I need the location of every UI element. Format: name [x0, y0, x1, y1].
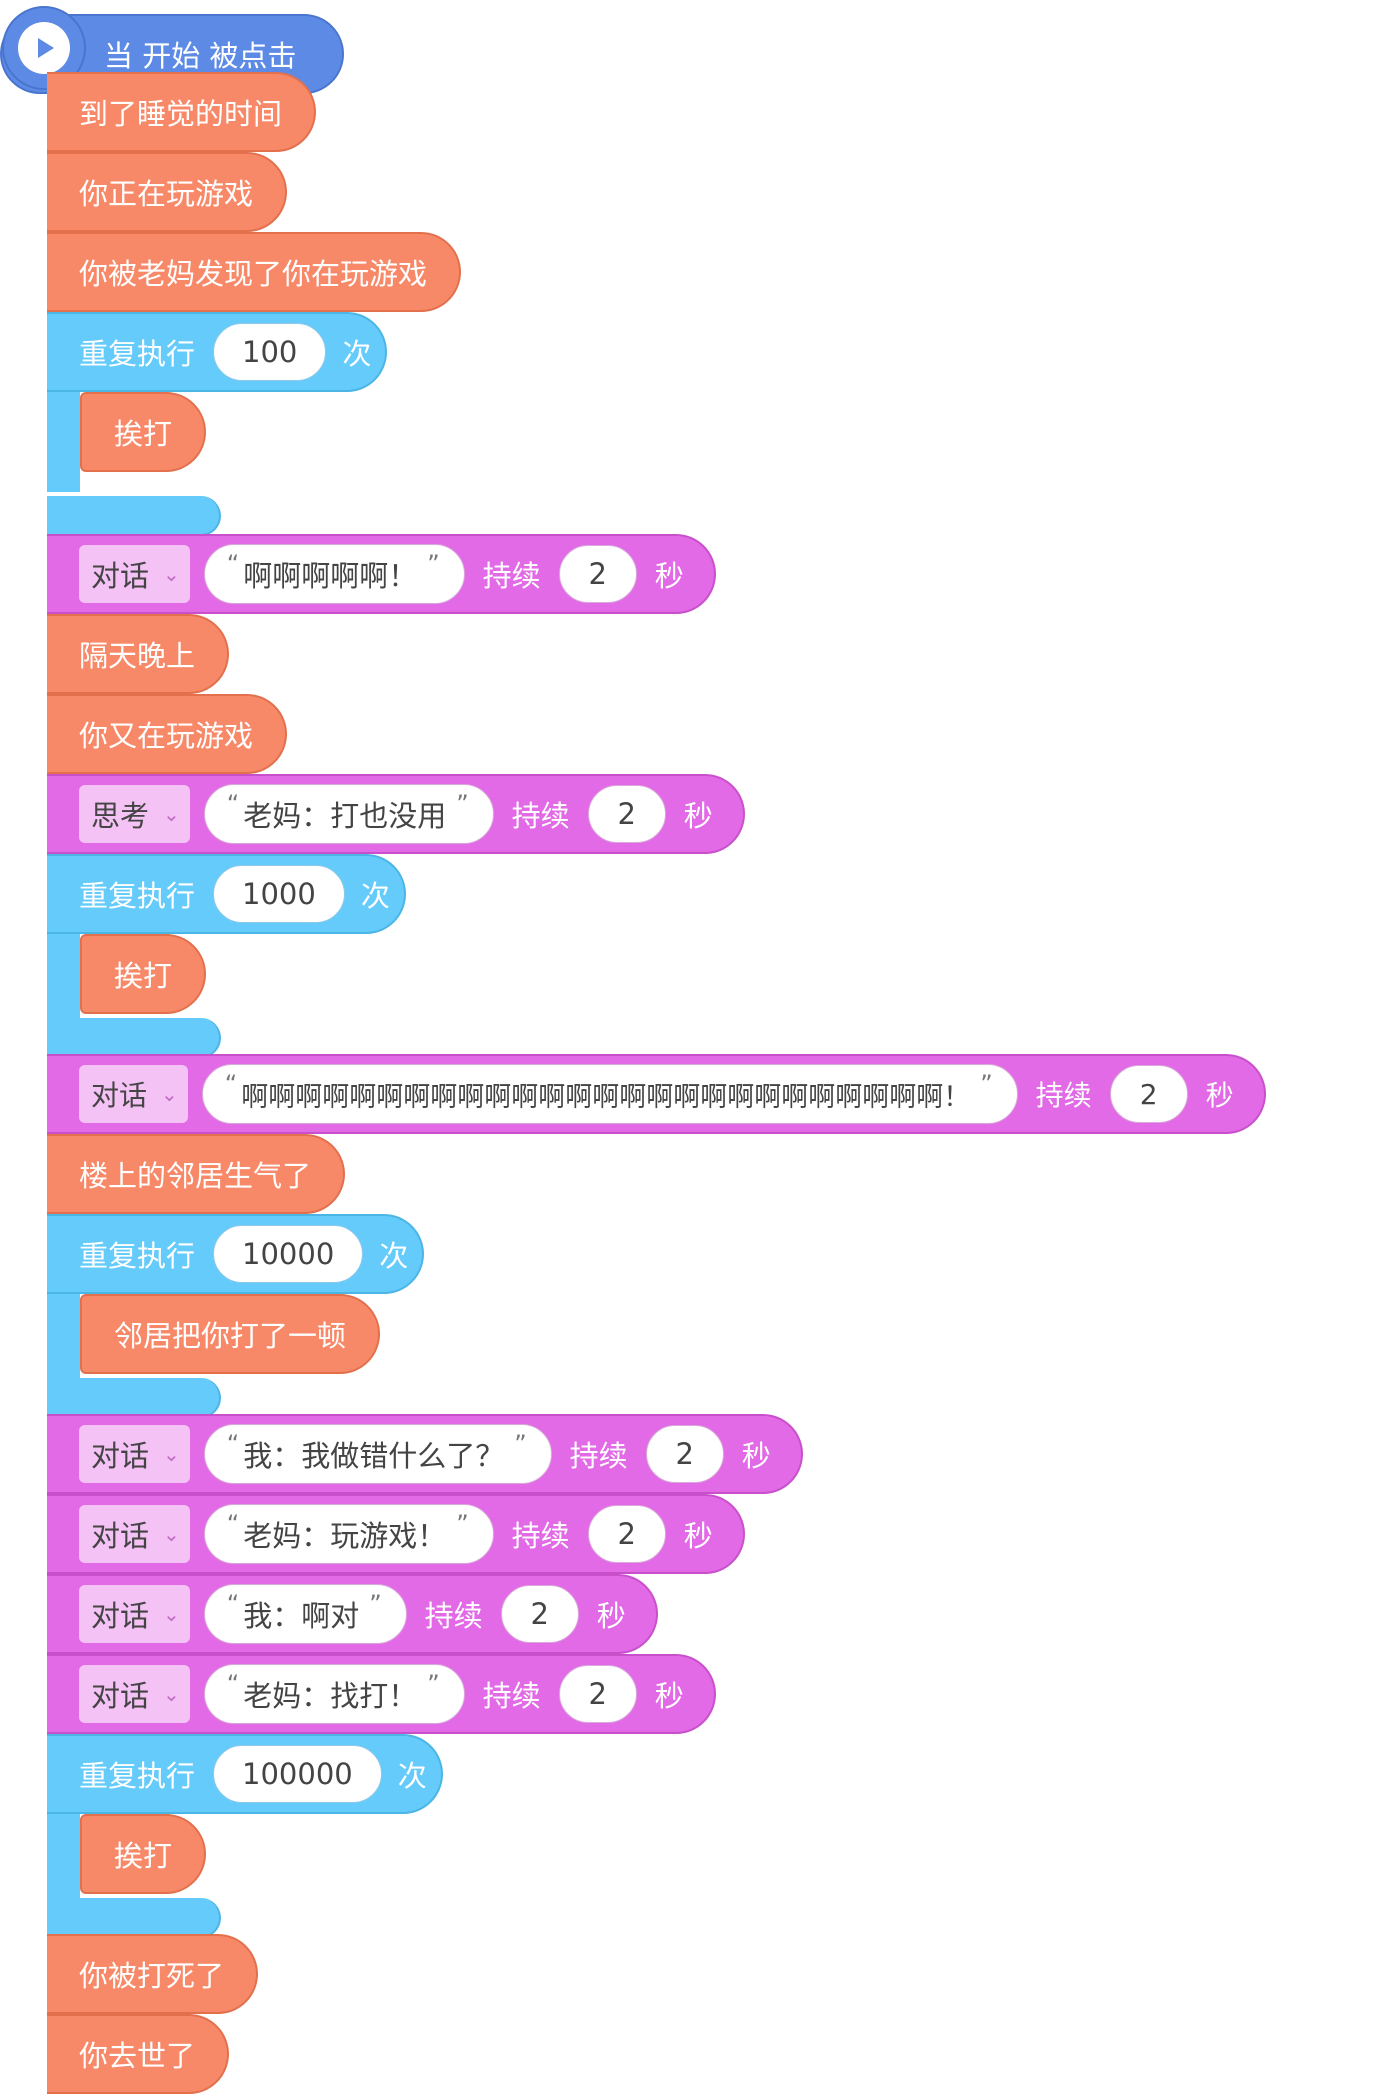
message-input[interactable]: “老妈：找打！” [203, 1664, 465, 1724]
message-input[interactable]: “我：啊对” [203, 1584, 407, 1644]
action-block[interactable]: 到了睡觉的时间 [47, 72, 317, 152]
action-block[interactable]: 你被打死了 [47, 1934, 259, 2014]
think-for-secs-block[interactable]: 思考⌄ “老妈：打也没用” 持续 2 秒 [47, 774, 745, 854]
action-block[interactable]: 你正在玩游戏 [47, 152, 288, 232]
action-block[interactable]: 楼上的邻居生气了 [47, 1134, 346, 1214]
repeat-block[interactable]: 重复执行 100000 次 [47, 1734, 443, 1814]
action-block[interactable]: 挨打 [80, 392, 207, 472]
message-input[interactable]: “老妈：玩游戏！” [203, 1504, 494, 1564]
message-input[interactable]: “老妈：打也没用” [203, 784, 494, 844]
repeat-count-input[interactable]: 10000 [213, 1225, 364, 1283]
say-mode-dropdown[interactable]: 对话⌄ [79, 1065, 188, 1123]
repeat-label: 重复执行 [79, 337, 196, 371]
chevron-down-icon: ⌄ [163, 802, 180, 826]
say-for-secs-block[interactable]: 对话⌄ “老妈：玩游戏！” 持续 2 秒 [47, 1494, 745, 1574]
repeat-unit: 次 [360, 879, 390, 913]
say-mode-dropdown[interactable]: 对话⌄ [79, 1665, 190, 1723]
repeat-block[interactable]: 重复执行 100 次 [47, 312, 388, 392]
say-mode-dropdown[interactable]: 对话⌄ [79, 1505, 190, 1563]
action-block[interactable]: 挨打 [80, 934, 207, 1014]
say-for-secs-block[interactable]: 对话⌄ “啊啊啊啊啊啊啊啊啊啊啊啊啊啊啊啊啊啊啊啊啊啊啊啊啊啊！” 持续 2 秒 [47, 1054, 1266, 1134]
repeat-block-foot [47, 1378, 221, 1418]
repeat-count-input[interactable]: 100 [213, 323, 327, 381]
duration-input[interactable]: 2 [645, 1425, 724, 1483]
action-block[interactable]: 挨打 [80, 1814, 207, 1894]
repeat-block[interactable]: 重复执行 10000 次 [47, 1214, 425, 1294]
message-input[interactable]: “啊啊啊啊啊啊啊啊啊啊啊啊啊啊啊啊啊啊啊啊啊啊啊啊啊啊！” [201, 1064, 1018, 1124]
action-block[interactable]: 隔天晚上 [47, 614, 230, 694]
say-for-secs-block[interactable]: 对话⌄ “我：我做错什么了？” 持续 2 秒 [47, 1414, 803, 1494]
duration-input[interactable]: 2 [558, 545, 637, 603]
play-icon [18, 22, 70, 74]
message-input[interactable]: “我：我做错什么了？” [203, 1424, 552, 1484]
repeat-unit: 次 [342, 337, 372, 371]
action-block[interactable]: 邻居把你打了一顿 [80, 1294, 381, 1374]
chevron-down-icon: ⌄ [163, 1522, 180, 1546]
say-mode-dropdown[interactable]: 思考⌄ [79, 785, 190, 843]
repeat-label: 重复执行 [79, 1759, 196, 1793]
repeat-count-input[interactable]: 100000 [213, 1745, 382, 1803]
repeat-block-foot [47, 496, 221, 536]
repeat-block-foot [47, 1018, 221, 1058]
action-block[interactable]: 你去世了 [47, 2014, 230, 2094]
chevron-down-icon: ⌄ [163, 1602, 180, 1626]
repeat-count-input[interactable]: 1000 [213, 865, 345, 923]
chevron-down-icon: ⌄ [163, 1682, 180, 1706]
message-input[interactable]: “啊啊啊啊啊！” [203, 544, 465, 604]
action-block[interactable]: 你又在玩游戏 [47, 694, 288, 774]
repeat-block[interactable]: 重复执行 1000 次 [47, 854, 406, 934]
event-label: 当 开始 被点击 [104, 39, 297, 73]
repeat-unit: 次 [379, 1239, 409, 1273]
duration-input[interactable]: 2 [587, 1505, 666, 1563]
say-for-secs-block[interactable]: 对话⌄ “老妈：找打！” 持续 2 秒 [47, 1654, 716, 1734]
say-mode-dropdown[interactable]: 对话⌄ [79, 1425, 190, 1483]
action-block[interactable]: 你被老妈发现了你在玩游戏 [47, 232, 462, 312]
repeat-block-foot [47, 1898, 221, 1938]
duration-input[interactable]: 2 [1109, 1065, 1188, 1123]
say-for-secs-block[interactable]: 对话⌄ “啊啊啊啊啊！” 持续 2 秒 [47, 534, 716, 614]
say-mode-dropdown[interactable]: 对话⌄ [79, 1585, 190, 1643]
chevron-down-icon: ⌄ [163, 562, 180, 586]
duration-input[interactable]: 2 [500, 1585, 579, 1643]
say-for-secs-block[interactable]: 对话⌄ “我：啊对” 持续 2 秒 [47, 1574, 658, 1654]
duration-input[interactable]: 2 [558, 1665, 637, 1723]
repeat-unit: 次 [397, 1759, 427, 1793]
chevron-down-icon: ⌄ [161, 1082, 178, 1106]
repeat-label: 重复执行 [79, 1239, 196, 1273]
say-mode-dropdown[interactable]: 对话⌄ [79, 545, 190, 603]
duration-input[interactable]: 2 [587, 785, 666, 843]
chevron-down-icon: ⌄ [163, 1442, 180, 1466]
repeat-label: 重复执行 [79, 879, 196, 913]
